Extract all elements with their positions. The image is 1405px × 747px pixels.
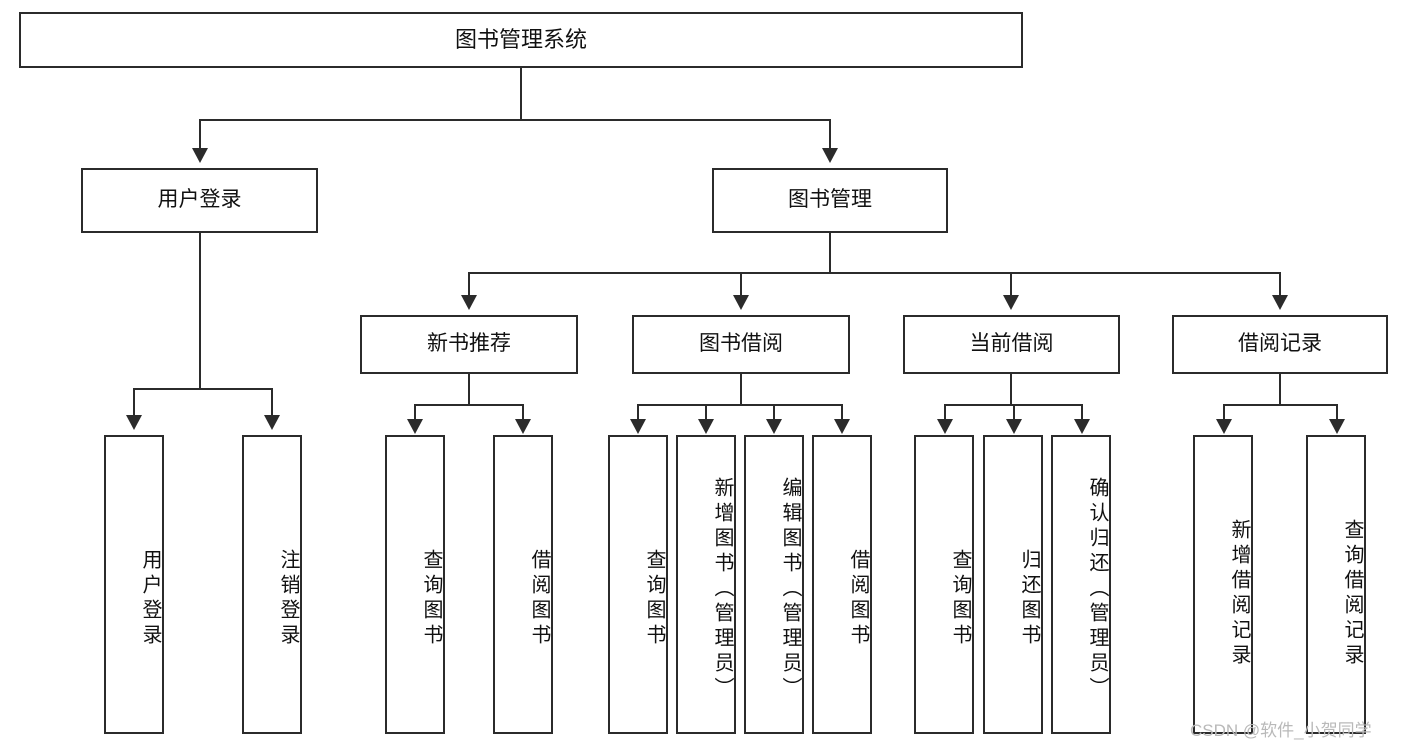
connector-bb-to-leaf-1 <box>637 404 639 421</box>
leaf-user-logout[interactable]: 注销登录 <box>242 435 302 734</box>
connector-user-login-to-leaf-1 <box>133 388 135 417</box>
arrow-bm-to-new-book-recommend <box>461 295 477 310</box>
node-label: 图书管理系统 <box>454 27 587 53</box>
leaf-return-book[interactable]: 归还图书 <box>983 435 1043 734</box>
leaf-query-record[interactable]: 查询借阅记录 <box>1306 435 1366 734</box>
leaf-query-book-3[interactable]: 查询图书 <box>914 435 974 734</box>
node-label: 新书推荐 <box>427 332 511 356</box>
arrow-bb-to-leaf-2 <box>698 419 714 434</box>
arrow-bm-to-current-borrow <box>1003 295 1019 310</box>
leaf-label: 借阅图书 <box>528 548 550 649</box>
connector-nbr-to-leaf-2 <box>522 404 524 421</box>
leaf-label: 用户登录 <box>139 548 161 649</box>
arrow-user-login-to-leaf-2 <box>264 415 280 430</box>
arrow-bm-to-book-borrow <box>733 295 749 310</box>
leaf-label: 查询借阅记录 <box>1341 518 1363 669</box>
leaf-label: 编辑图书（管理员） <box>779 477 801 702</box>
leaf-label: 新增借阅记录 <box>1228 518 1250 669</box>
arrow-cb-to-leaf-1 <box>937 419 953 434</box>
node-label: 当前借阅 <box>969 332 1054 356</box>
node-borrow-record[interactable]: 借阅记录 <box>1172 315 1388 374</box>
connector-root-to-book-management <box>829 119 831 151</box>
arrow-user-login-to-leaf-1 <box>126 415 142 430</box>
connector-br-bar <box>1223 404 1337 406</box>
connector-nbr-stem <box>468 374 470 405</box>
connector-book-management-stem <box>829 233 831 273</box>
connector-root-bar <box>199 119 831 121</box>
node-label: 图书借阅 <box>699 332 783 356</box>
connector-bb-to-leaf-3 <box>773 404 775 421</box>
connector-cb-to-leaf-2 <box>1013 404 1015 421</box>
connector-bm-to-current-borrow <box>1010 272 1012 297</box>
leaf-borrow-book-2[interactable]: 借阅图书 <box>812 435 872 734</box>
leaf-label: 新增图书（管理员） <box>711 477 733 702</box>
connector-nbr-to-leaf-1 <box>414 404 416 421</box>
node-current-borrow[interactable]: 当前借阅 <box>903 315 1120 374</box>
leaf-label: 归还图书 <box>1018 548 1040 649</box>
leaf-query-book-1[interactable]: 查询图书 <box>385 435 445 734</box>
connector-user-login-stem <box>199 233 201 389</box>
leaf-label: 借阅图书 <box>847 548 869 649</box>
connector-book-management-bar <box>468 272 1280 274</box>
connector-user-login-bar <box>133 388 271 390</box>
leaf-label: 查询图书 <box>949 548 971 649</box>
node-root-book-management-system[interactable]: 图书管理系统 <box>19 12 1023 68</box>
node-label: 借阅记录 <box>1238 332 1322 356</box>
node-label: 用户登录 <box>157 188 242 212</box>
leaf-label: 查询图书 <box>420 548 442 649</box>
leaf-label: 注销登录 <box>277 548 299 649</box>
leaf-edit-book[interactable]: 编辑图书（管理员） <box>744 435 804 734</box>
arrow-bb-to-leaf-4 <box>834 419 850 434</box>
arrow-bm-to-borrow-record <box>1272 295 1288 310</box>
arrow-br-to-leaf-2 <box>1329 419 1345 434</box>
arrow-bb-to-leaf-3 <box>766 419 782 434</box>
arrow-root-to-user-login <box>192 148 208 163</box>
connector-br-to-leaf-2 <box>1336 404 1338 421</box>
node-book-borrow[interactable]: 图书借阅 <box>632 315 850 374</box>
connector-bm-to-borrow-record <box>1279 272 1281 297</box>
connector-user-login-to-leaf-2 <box>271 388 273 417</box>
leaf-confirm-return[interactable]: 确认归还（管理员） <box>1051 435 1111 734</box>
connector-cb-to-leaf-3 <box>1081 404 1083 421</box>
arrow-nbr-to-leaf-2 <box>515 419 531 434</box>
arrow-cb-to-leaf-3 <box>1074 419 1090 434</box>
arrow-bb-to-leaf-1 <box>630 419 646 434</box>
connector-bm-to-new-book-recommend <box>468 272 470 297</box>
leaf-query-book-2[interactable]: 查询图书 <box>608 435 668 734</box>
connector-nbr-bar <box>414 404 524 406</box>
leaf-add-book[interactable]: 新增图书（管理员） <box>676 435 736 734</box>
connector-cb-to-leaf-1 <box>944 404 946 421</box>
connector-cb-stem <box>1010 374 1012 405</box>
connector-root-to-user-login <box>199 119 201 151</box>
node-book-management[interactable]: 图书管理 <box>712 168 948 233</box>
arrow-br-to-leaf-1 <box>1216 419 1232 434</box>
connector-br-to-leaf-1 <box>1223 404 1225 421</box>
node-new-book-recommend[interactable]: 新书推荐 <box>360 315 578 374</box>
node-label: 图书管理 <box>788 188 872 212</box>
arrow-nbr-to-leaf-1 <box>407 419 423 434</box>
leaf-user-login[interactable]: 用户登录 <box>104 435 164 734</box>
leaf-label: 确认归还（管理员） <box>1086 477 1108 702</box>
connector-br-stem <box>1279 374 1281 405</box>
leaf-label: 查询图书 <box>643 548 665 649</box>
arrow-root-to-book-management <box>822 148 838 163</box>
connector-bm-to-book-borrow <box>740 272 742 297</box>
connector-bb-bar <box>637 404 843 406</box>
arrow-cb-to-leaf-2 <box>1006 419 1022 434</box>
node-user-login[interactable]: 用户登录 <box>81 168 318 233</box>
connector-bb-stem <box>740 374 742 405</box>
connector-bb-to-leaf-4 <box>841 404 843 421</box>
leaf-borrow-book-1[interactable]: 借阅图书 <box>493 435 553 734</box>
connector-root-stem <box>520 68 522 120</box>
connector-bb-to-leaf-2 <box>705 404 707 421</box>
leaf-add-record[interactable]: 新增借阅记录 <box>1193 435 1253 734</box>
